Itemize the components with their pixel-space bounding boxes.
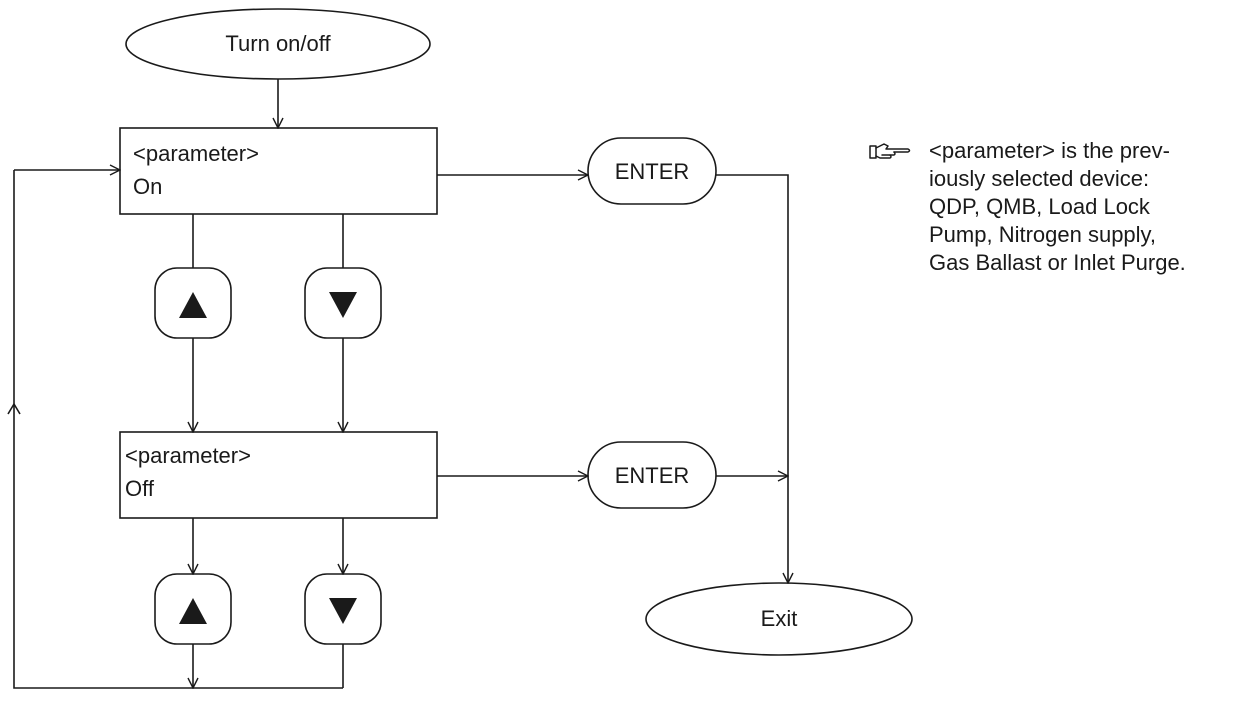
enter-on-label: ENTER — [614, 159, 690, 184]
pointing-hand-icon — [869, 143, 911, 159]
state-off-box — [119, 431, 438, 519]
note-text: <parameter> is the prev- iously selected… — [929, 137, 1249, 277]
note-line: Gas Ballast or Inlet Purge. — [929, 250, 1186, 275]
state-on-line1: <parameter> — [133, 141, 259, 166]
up-triangle-icon — [179, 292, 207, 318]
note-line: Pump, Nitrogen supply, — [929, 222, 1157, 247]
down-triangle-icon — [329, 292, 357, 318]
loop-up-arrowhead — [7, 402, 21, 415]
note-line: QDP, QMB, Load Lock — [929, 194, 1150, 219]
exit-terminal — [645, 582, 913, 656]
exit-label: Exit — [760, 606, 798, 631]
up-triangle-icon — [179, 598, 207, 624]
enter-off-label: ENTER — [614, 463, 690, 488]
state-on-line2: On — [133, 174, 163, 199]
note-line: <parameter> is the prev- — [929, 138, 1170, 163]
state-off-line2: Off — [125, 476, 154, 501]
state-off-line1: <parameter> — [125, 443, 251, 468]
start-label: Turn on/off — [225, 31, 331, 56]
note-line: iously selected device: — [929, 166, 1150, 191]
flow-line-enter-on-to-exit — [716, 174, 788, 583]
down-triangle-icon — [329, 598, 357, 624]
loop-back-line — [13, 170, 343, 689]
